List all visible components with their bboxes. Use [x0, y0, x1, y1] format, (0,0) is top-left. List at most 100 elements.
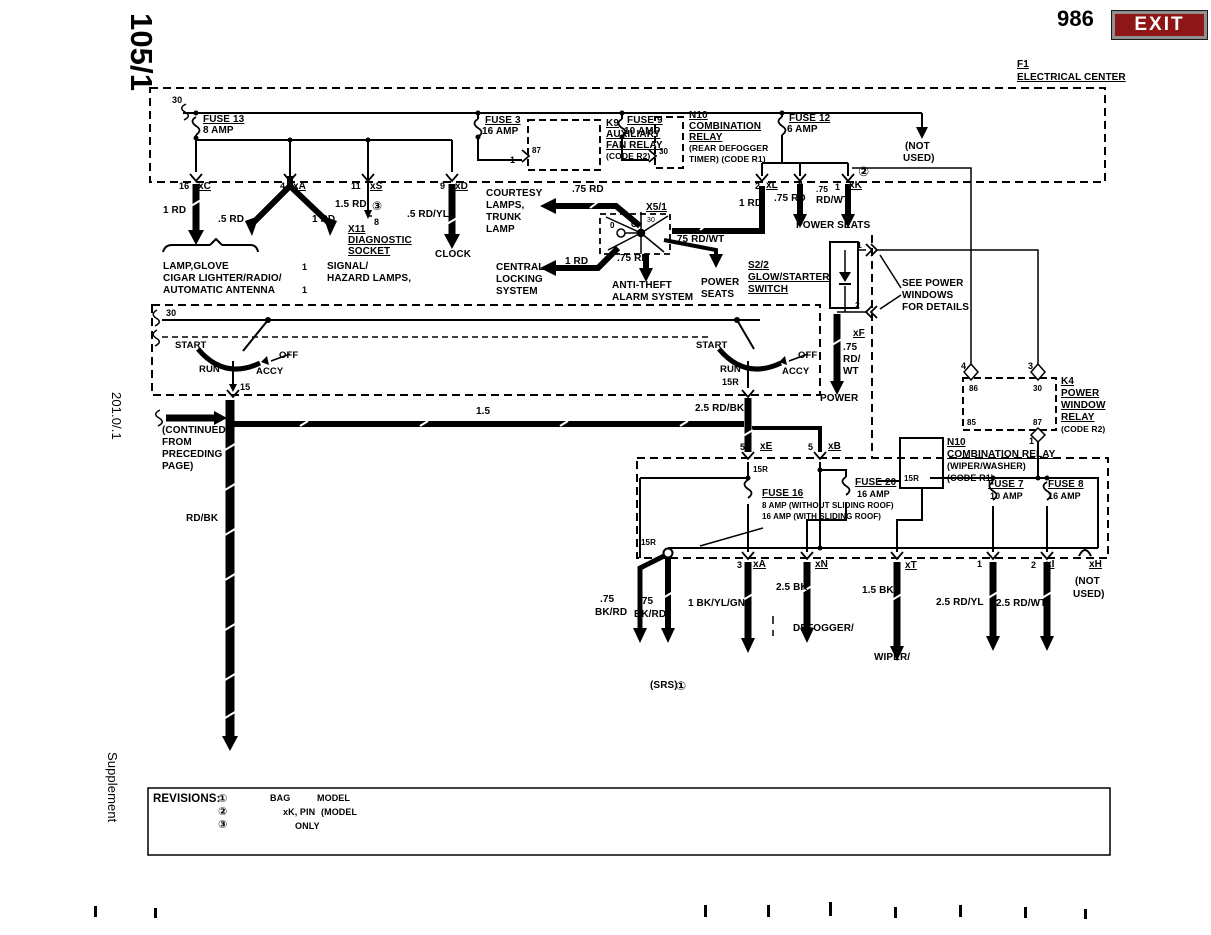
k4-pin-4: 4 [961, 361, 966, 371]
see-power-1: SEE POWER [902, 278, 964, 289]
clock-label: CLOCK [435, 249, 472, 260]
x51-name: X5/1 [646, 202, 667, 213]
wire-1rd-b: 1 RD [312, 214, 335, 225]
powerseats-mid-1: POWER [701, 277, 740, 288]
pin-1-out: 1 [977, 559, 982, 569]
continued-1: (CONTINUED [162, 425, 226, 436]
fuse12-name: FUSE 12 [789, 113, 831, 124]
ign-l-off: OFF [279, 350, 298, 361]
ign-r-run: RUN [720, 364, 741, 375]
glove-label-3: AUTOMATIC ANTENNA [163, 285, 275, 296]
x51-t0: 0 [610, 221, 615, 230]
fuse16-rating-1: 8 AMP (WITHOUT SLIDING ROOF) [762, 501, 894, 510]
courtesy-label-3: TRUNK [486, 212, 522, 223]
ign-r-off: OFF [798, 350, 817, 361]
fuse9-name: FUSE 9 [627, 115, 663, 126]
revisions-title: REVISIONS: [153, 793, 220, 805]
conn-xH: xH [1089, 559, 1102, 570]
wire-75rdwt-a: .75 RD/WT [674, 234, 724, 245]
k4-t87: 87 [1033, 418, 1043, 427]
fuse3-rating: 16 AMP [482, 126, 519, 137]
wire-75bkrd-a2: BK/RD [595, 607, 627, 618]
ign-l-start: START [175, 340, 207, 351]
rev-2-text-b: (MODEL [321, 807, 357, 817]
wire-75rdwt-b1: .75 [843, 342, 858, 353]
k9-code: (CODE R2) [606, 151, 650, 161]
boundary-connectors [189, 149, 1054, 561]
continued-4: PAGE) [162, 461, 193, 472]
wire-5rdyl: .5 RD/YL [407, 209, 449, 220]
pin-4: 4 [280, 181, 285, 191]
wire-75rd-b: .75 RD [617, 253, 649, 264]
fuse8-name: FUSE 8 [1048, 479, 1084, 490]
dashed-boxes [149, 87, 1109, 559]
n10b-name-1: N10 [947, 437, 966, 448]
n10b-name-2: COMBINATION RELAY [947, 449, 1056, 460]
diode-symbol [839, 272, 851, 285]
s22-name: S2/2 [748, 260, 769, 271]
xef-pin-1: 1 [857, 240, 862, 250]
junction-dots [193, 110, 1050, 551]
signal-label-2: HAZARD LAMPS, [327, 273, 411, 284]
power-label: POWER [820, 393, 859, 404]
wire-rdbk: RD/BK [186, 513, 219, 524]
wire-1rd-c: 1 RD [565, 256, 588, 267]
wire-15: 1.5 [476, 406, 491, 417]
wire-75rd-c: .75 RD [774, 193, 806, 204]
x51-tc: C [631, 220, 637, 229]
k9-pin-87: 87 [532, 146, 542, 155]
wire-75bkrd-b2: BK/RD [634, 609, 666, 620]
diagram-id: 105/1 [124, 13, 159, 91]
n10-name-2: COMBINATION [689, 121, 761, 132]
k4-name-1: K4 [1061, 376, 1074, 387]
conn-xA: xA [293, 181, 306, 192]
wire-75bkrd-a1: .75 [600, 594, 615, 605]
wire-25rdwt: 2.5 RD/WT [996, 598, 1046, 609]
supplement-label: Supplement [105, 752, 120, 823]
ign-r-accy: ACCY [782, 366, 810, 377]
conn-xD: xD [455, 181, 468, 192]
pin-2-xl: 2 [755, 181, 760, 191]
fuse13-name: FUSE 13 [203, 114, 245, 125]
central-label-3: SYSTEM [496, 286, 538, 297]
conn-xA-out: xA [753, 559, 766, 570]
conn-xL: xL [766, 180, 778, 191]
wiper-label: WIPER/ [874, 652, 910, 663]
n10b-desc-2: (CODE R1) [947, 473, 994, 483]
misc-symbols [162, 237, 674, 559]
wire-15bk: 1.5 BK [862, 585, 894, 596]
pin-9: 9 [440, 181, 445, 191]
conn-xS: xS [370, 181, 383, 192]
ign-l-15: 15 [240, 382, 250, 392]
fuse13-rating: 8 AMP [203, 125, 234, 136]
doc-ref: 201.0/.1 [109, 392, 124, 440]
arrowheads [188, 127, 1054, 751]
s22-desc-2: SWITCH [748, 284, 788, 295]
wire-25rdbk: 2.5 RD/BK [695, 403, 745, 414]
pin-2-b: 2 [798, 181, 803, 191]
rev-2-text-a: xK, PIN [283, 807, 315, 817]
k4-name-4: RELAY [1061, 412, 1095, 423]
central-label-1: CENTRAL [496, 262, 544, 273]
exit-button[interactable]: EXIT [1111, 10, 1208, 40]
see-power-3: FOR DETAILS [902, 302, 969, 313]
continued-2: FROM [162, 437, 192, 448]
wire-75bkrd-b1: .75 [639, 596, 654, 607]
ign-l-run: RUN [199, 364, 220, 375]
n10b-desc-1: (WIPER/WASHER) [947, 461, 1026, 471]
pin-5-xe: 5 [740, 442, 745, 452]
x11-name: X11 [348, 224, 366, 235]
fuse12-rating: 6 AMP [787, 124, 818, 135]
conn-xK: xK [849, 180, 863, 191]
wire-15rd: 1.5 RD [335, 199, 367, 210]
conn-xT: xT [905, 560, 917, 571]
xef-pin-2: 2 [855, 300, 860, 310]
ign-r-start: START [696, 340, 728, 351]
electrical-center-label: ELECTRICAL CENTER [1017, 72, 1126, 83]
rev-1-text-b: MODEL [317, 793, 350, 803]
wire-75rd-a: .75 RD [572, 184, 604, 195]
term-15r-b: 15R [641, 538, 656, 547]
n10-name-3: RELAY [689, 132, 723, 143]
pin-16: 16 [179, 181, 189, 191]
